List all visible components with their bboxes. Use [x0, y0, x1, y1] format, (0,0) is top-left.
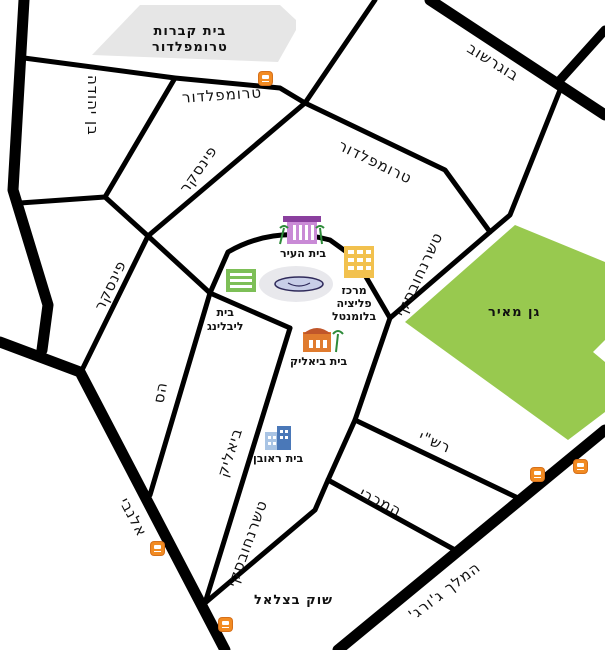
road-ben-yehuda	[7, 0, 54, 356]
road-hamaccabi	[325, 477, 458, 553]
cemetery-label-line-2: טרומפלדור	[152, 39, 228, 55]
poi-label-blumental-line-2: פליציה	[336, 297, 372, 311]
road-small-connector	[207, 290, 293, 331]
road-north-1	[302, 0, 378, 106]
market-label: שוק בצלאל	[254, 593, 334, 608]
park-label: גן מאיר	[488, 305, 541, 320]
road-bograshov-major	[424, 0, 605, 121]
bus-stop-icon[interactable]	[574, 460, 587, 473]
street-label-ben-yehuda: בן יהודה	[84, 75, 102, 136]
road-hess	[147, 290, 213, 498]
street-label-hess: הס	[149, 380, 172, 405]
road-trumpeldor-east	[302, 100, 493, 235]
poi-label-blumental-line-3: בלומנטל	[332, 310, 377, 324]
road-northeast	[555, 25, 605, 85]
road-king-george	[332, 424, 605, 650]
road-trumpeldor-west	[21, 55, 308, 106]
road-bialik	[202, 325, 293, 606]
blumental-center-icon[interactable]	[344, 246, 374, 278]
bus-stop-icon[interactable]	[531, 468, 544, 481]
road-tchernichovsky-north	[387, 87, 563, 321]
poi-label-beit-liebling-line-1: בית	[216, 306, 234, 319]
road-rashi	[352, 417, 521, 501]
road-pinsker-north	[102, 75, 178, 200]
cemetery-area	[92, 5, 296, 62]
bus-stop-icon[interactable]	[259, 72, 272, 85]
poi-label-beit-liebling: בית ליבלינג	[207, 306, 243, 334]
road-cross-west	[17, 194, 213, 296]
poi-label-blumental-line-1: מרכז	[341, 284, 367, 297]
fountain-icon	[274, 276, 324, 292]
poi-label-beit-reuven: בית ראובן	[253, 452, 304, 465]
city-hall-icon[interactable]	[279, 216, 325, 245]
beit-reuven-icon[interactable]	[265, 426, 291, 450]
road-allenby	[0, 336, 231, 650]
road-diagonal-1	[145, 100, 308, 239]
road-bialik-square	[207, 232, 358, 296]
cemetery-label: בית קברות טרומפלדור	[152, 24, 228, 55]
poi-label-blumental: מרכז פליציה בלומנטל	[332, 284, 376, 324]
bus-stop-icon[interactable]	[219, 618, 232, 631]
beit-liebling-icon[interactable]	[226, 269, 256, 292]
park-area	[405, 225, 605, 440]
bus-stop-icon[interactable]	[151, 542, 164, 555]
poi-label-city-hall: בית העיר	[280, 247, 327, 260]
road-pinsker-south	[79, 233, 151, 373]
cemetery-label-line-1: בית קברות	[153, 24, 227, 39]
poi-label-beit-liebling-line-2: ליבלינג	[207, 319, 244, 333]
poi-label-beit-bialik: בית ביאליק	[290, 355, 348, 368]
beit-bialik-icon[interactable]	[303, 328, 344, 353]
